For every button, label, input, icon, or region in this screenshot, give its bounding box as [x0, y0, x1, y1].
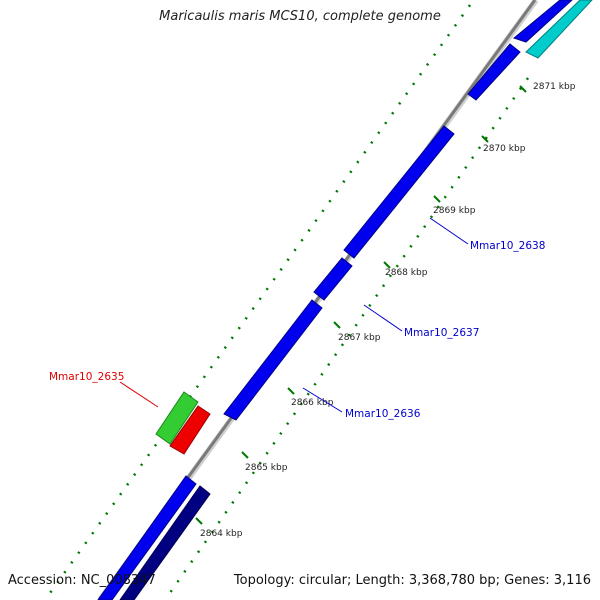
gene-arrow-dark	[119, 485, 211, 600]
gene-label-mmar10-2636[interactable]: Mmar10_2636	[345, 408, 421, 420]
tick-label-2869: 2869 kbp	[433, 206, 476, 216]
tick-label-2866: 2866 kbp	[291, 398, 334, 408]
tick-label-2868: 2868 kbp	[385, 268, 428, 278]
tick-mark	[287, 387, 295, 395]
tick-label-2865: 2865 kbp	[245, 463, 288, 473]
tick-mark	[333, 321, 341, 329]
gene-arrows	[97, 0, 593, 600]
leader-line-mmar10-2636	[302, 387, 343, 413]
gene-arrow-mmar10-2638	[343, 125, 455, 259]
gene-label-mmar10-2638[interactable]: Mmar10_2638	[470, 240, 545, 252]
gene-label-mmar10-2637[interactable]: Mmar10_2637	[404, 327, 479, 339]
gene-arrow	[97, 475, 197, 600]
inner-dotted-ring	[163, 77, 530, 600]
accession-label: Accession: NC_008347	[8, 573, 156, 588]
tick-label-2867: 2867 kbp	[338, 333, 381, 343]
tick-mark	[383, 261, 391, 269]
gene-arrow-mmar10-2636	[223, 299, 323, 421]
tick-mark	[519, 85, 527, 93]
gene-arrow	[467, 43, 521, 101]
tick-mark	[241, 451, 249, 459]
gene-label-mmar10-2635[interactable]: Mmar10_2635	[49, 371, 124, 383]
gene-arrow-green	[155, 391, 199, 445]
gene-arrow-mmar10-2635	[169, 405, 211, 455]
tick-label-2871: 2871 kbp	[533, 82, 576, 92]
outer-dotted-ring	[43, 4, 472, 600]
tick-label-2864: 2864 kbp	[200, 529, 243, 539]
tick-label-2870: 2870 kbp	[483, 144, 526, 154]
gene-arrow-mmar10-2637	[313, 257, 353, 301]
genome-summary: Topology: circular; Length: 3,368,780 bp…	[233, 573, 591, 588]
tick-mark	[433, 195, 441, 203]
leader-line-mmar10-2635	[119, 381, 159, 408]
gene-arrow	[512, 0, 573, 43]
map-title: Maricaulis maris MCS10, complete genome	[159, 9, 441, 24]
gene-arrow-cyan	[525, 0, 593, 59]
tick-mark	[481, 135, 489, 143]
leader-line-mmar10-2637	[363, 304, 403, 332]
leader-line-mmar10-2638	[429, 217, 469, 245]
tick-mark	[195, 517, 203, 525]
tick-marks	[195, 85, 527, 525]
